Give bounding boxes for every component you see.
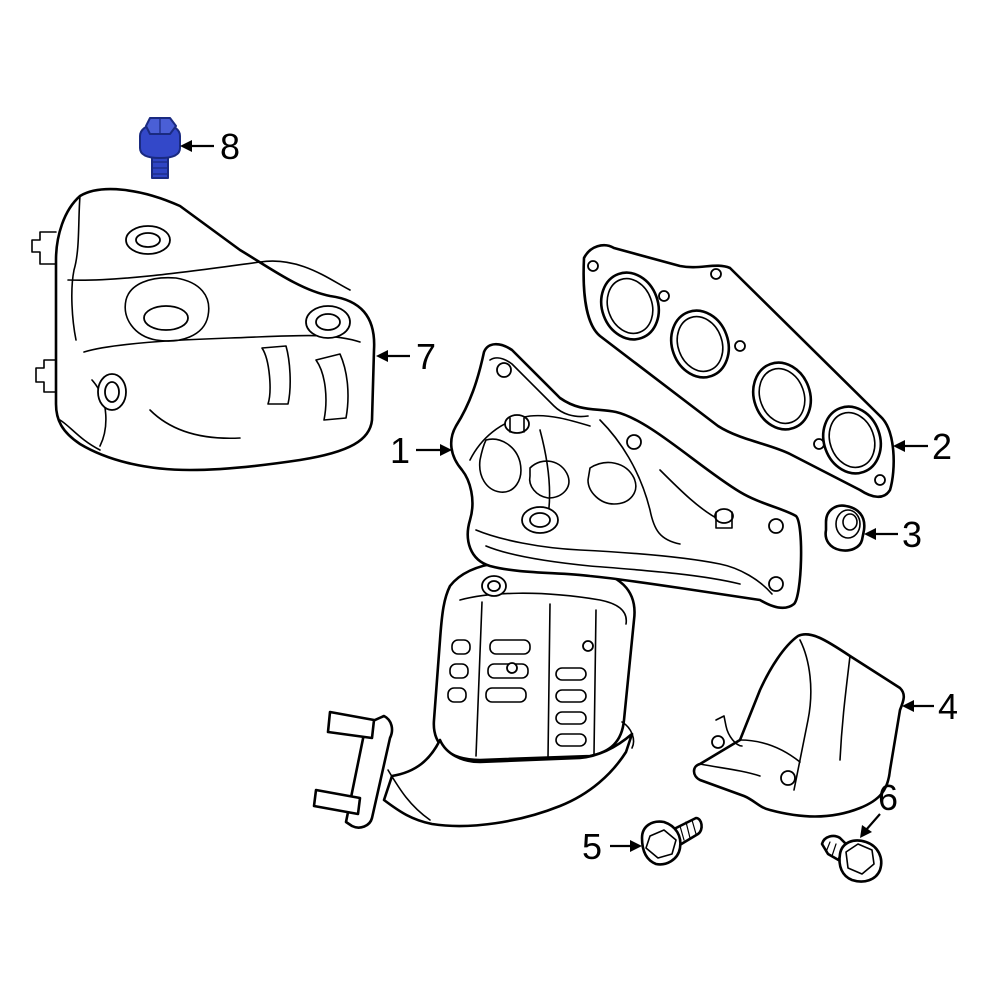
callout-1-label: 1	[390, 430, 410, 471]
callout-7-label: 7	[416, 336, 436, 377]
callout-3-arrowhead	[864, 528, 876, 540]
callout-8-arrowhead	[180, 140, 192, 152]
exhaust-manifold-part[interactable]	[312, 342, 803, 829]
callout-2-arrowhead	[893, 440, 905, 452]
callout-5-label: 5	[582, 826, 602, 867]
heat-shield-part[interactable]	[31, 187, 376, 472]
callout-4-arrowhead	[902, 700, 914, 712]
bolt-6-part[interactable]	[820, 834, 883, 883]
callout-6-leader	[865, 813, 881, 831]
callout-6-label: 6	[878, 777, 898, 818]
callout-2-label: 2	[932, 426, 952, 467]
callout-5-arrowhead	[630, 840, 642, 852]
callout-3-label: 3	[902, 514, 922, 555]
heat-shield-bolt-part[interactable]	[139, 117, 181, 179]
callout-1-arrowhead	[440, 444, 452, 456]
callout-8-label: 8	[220, 126, 240, 167]
nut-part[interactable]	[824, 504, 866, 552]
callout-6-arrowhead	[860, 825, 872, 838]
bolt-5-part[interactable]	[640, 816, 703, 866]
callout-7-arrowhead	[376, 350, 388, 362]
manifold-gasket-part[interactable]	[582, 244, 895, 499]
support-bracket-part[interactable]	[692, 633, 906, 818]
callout-4-label: 4	[938, 686, 958, 727]
